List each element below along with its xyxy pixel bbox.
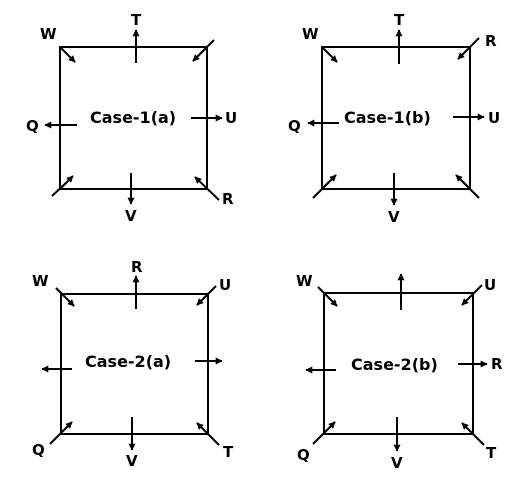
arrow-se-in xyxy=(196,422,220,446)
arrow-sw-in xyxy=(312,421,336,445)
arrow-ne-in xyxy=(457,37,480,60)
arrow-nw-in xyxy=(321,46,338,63)
case-title: Case-2(a) xyxy=(85,352,171,371)
arrow-ne-in xyxy=(192,46,208,62)
arrow-sw-in xyxy=(59,175,74,190)
label-bottom: V xyxy=(388,208,400,226)
label-top: T xyxy=(394,11,405,29)
label-ne: U xyxy=(219,276,231,294)
label-left: Q xyxy=(26,117,39,135)
panel-case-1a: W T Q U V R Case-1(a) xyxy=(26,11,237,225)
case-title: Case-1(b) xyxy=(344,108,431,127)
arrow-sw-in xyxy=(49,421,73,445)
label-nw: W xyxy=(32,272,49,290)
arrow-nw-in xyxy=(55,287,75,307)
arrow-se-in xyxy=(455,174,471,190)
arrow-ne-in xyxy=(461,284,483,306)
label-bottom: V xyxy=(126,452,138,470)
label-top: T xyxy=(131,11,142,29)
case-title: Case-2(b) xyxy=(351,355,438,374)
square xyxy=(60,293,209,435)
label-right: U xyxy=(488,109,500,127)
panel-case-2b: W U R Q V T Case-2(b) xyxy=(296,272,503,472)
label-bottom: V xyxy=(391,454,403,472)
label-ne: U xyxy=(484,276,496,294)
label-se: T xyxy=(486,444,497,462)
arrow-nw-in xyxy=(317,286,338,307)
label-top: R xyxy=(131,258,143,276)
label-se: R xyxy=(222,190,234,208)
label-bottom: V xyxy=(125,207,137,225)
label-right: R xyxy=(491,355,503,373)
arrow-se-in xyxy=(461,422,485,446)
label-nw: W xyxy=(40,25,57,43)
label-nw: W xyxy=(302,25,319,43)
label-se: T xyxy=(223,443,234,461)
label-sw: Q xyxy=(32,441,45,459)
arrow-nw-in xyxy=(59,46,76,63)
label-nw: W xyxy=(296,272,313,290)
panel-case-2a: W R U Q V T Case-2(a) xyxy=(32,258,234,470)
panel-case-1b: W T R Q U V Case-1(b) xyxy=(288,11,500,226)
label-right: U xyxy=(225,109,237,127)
arrow-ne-in xyxy=(196,285,217,306)
label-sw: Q xyxy=(297,446,310,464)
case-title: Case-1(a) xyxy=(90,108,176,127)
arrow-se-in xyxy=(194,176,220,201)
arrow-sw-in xyxy=(321,174,337,190)
label-left: Q xyxy=(288,117,301,135)
label-ne: R xyxy=(485,32,497,50)
